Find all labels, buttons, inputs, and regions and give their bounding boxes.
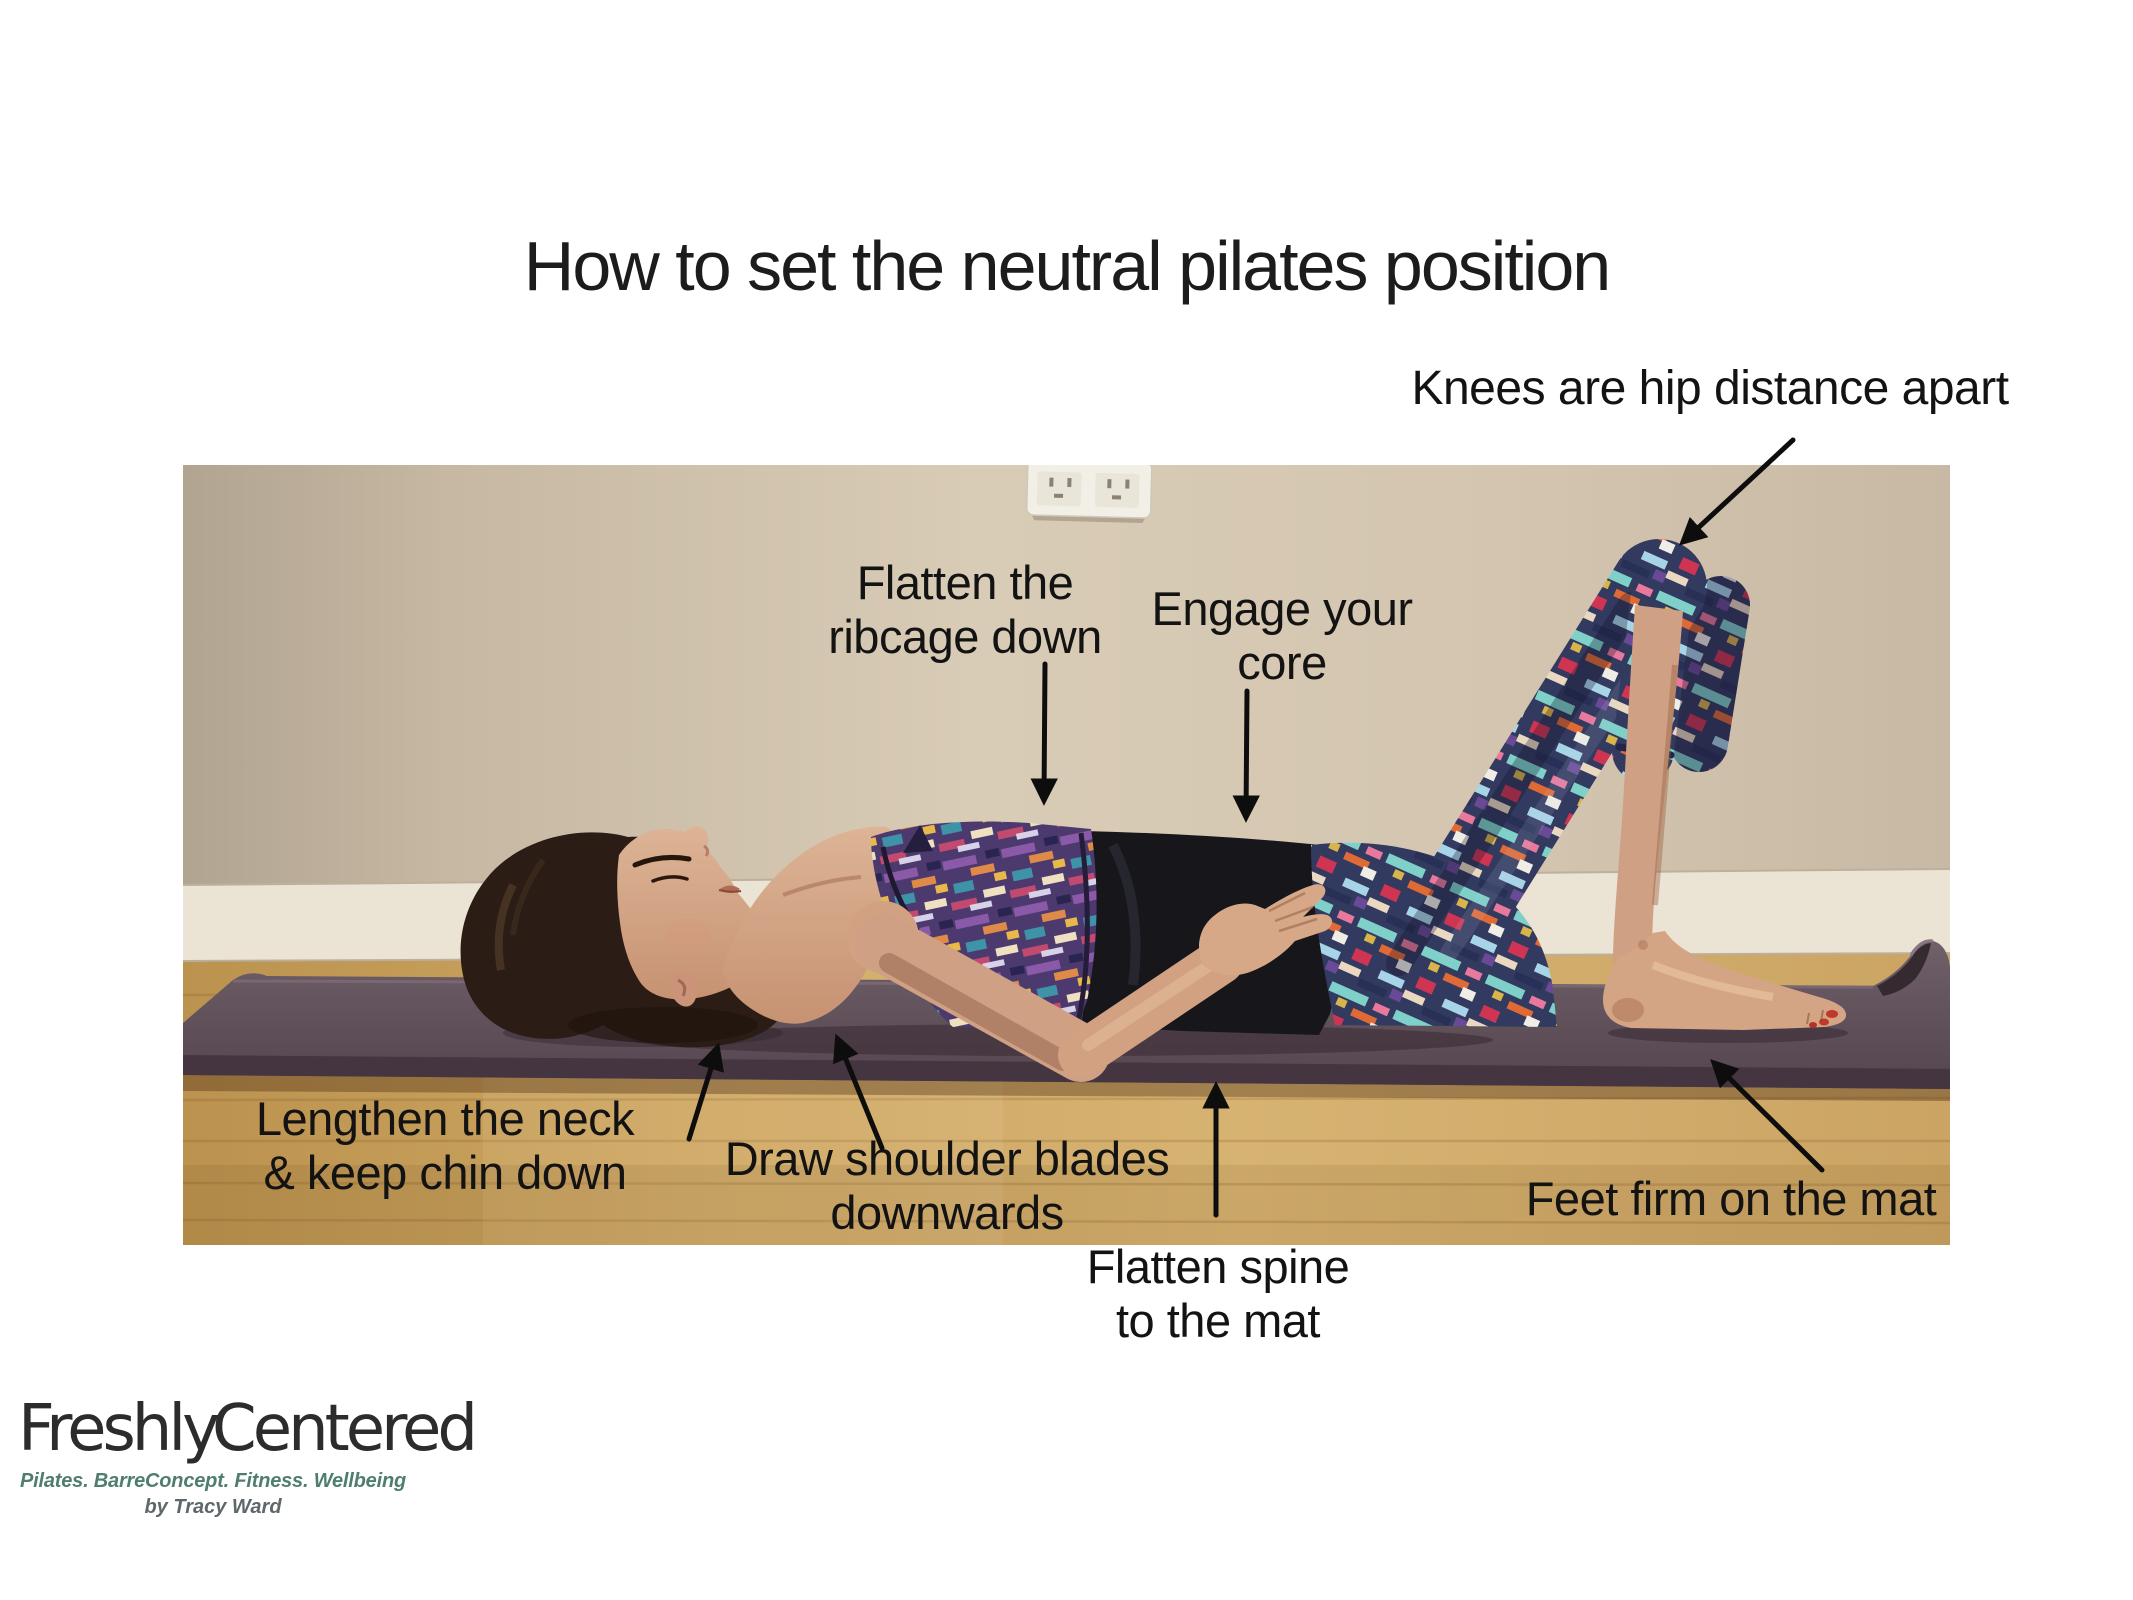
label-line: ribcage down	[828, 610, 1102, 663]
label-line: core	[1237, 636, 1327, 689]
eyebrow	[632, 855, 692, 868]
label-shoulder-blades: Draw shoulder blades downwards	[725, 1132, 1170, 1240]
label-engage-core: Engage your core	[1151, 582, 1413, 690]
brand-word-centered: Centered	[212, 1392, 478, 1466]
pilates-photo	[183, 465, 1950, 1245]
label-feet-firm: Feet firm on the mat	[1526, 1172, 1937, 1226]
label-line: Lengthen the neck	[255, 1092, 635, 1145]
label-line: Engage your	[1151, 582, 1413, 635]
label-knees-hip-distance: Knees are hip distance apart	[1411, 362, 2009, 416]
foot	[1603, 931, 1847, 1030]
label-line: Knees are hip distance apart	[1411, 362, 2009, 415]
hand-on-hip	[1199, 884, 1333, 976]
power-socket	[1025, 465, 1153, 524]
label-flatten-ribcage: Flatten the ribcage down	[828, 556, 1102, 664]
label-line: Flatten the	[856, 556, 1074, 609]
shin-and-foot	[1603, 605, 1847, 1030]
brand-byline: by Tracy Ward	[144, 1496, 282, 1518]
brand-logo: Freshly Centered Pilates. Barre	[18, 1392, 478, 1519]
red-toenails	[1809, 1010, 1838, 1028]
leggings	[1311, 539, 1707, 1027]
label-line: Feet firm on the mat	[1525, 1172, 1937, 1225]
label-lengthen-neck: Lengthen the neck & keep chin down	[255, 1092, 635, 1200]
arm	[847, 884, 1333, 1082]
page-title: How to set the neutral pilates position	[523, 227, 1611, 305]
neck-chest-skin	[723, 826, 897, 1024]
woman-figure	[460, 539, 1847, 1082]
brand-wordmark: Freshly Centered	[18, 1392, 478, 1466]
label-flatten-spine: Flatten spine to the mat	[1087, 1240, 1350, 1348]
closed-eye	[651, 875, 689, 883]
brand-tagline: Pilates. BarreConcept. Fitness. Wellbein…	[20, 1470, 406, 1492]
label-line: downwards	[830, 1186, 1064, 1239]
brand-word-freshly: Freshly	[18, 1392, 220, 1466]
label-line: Draw shoulder blades	[724, 1132, 1170, 1185]
far-leg	[1670, 576, 1750, 772]
label-line: & keep chin down	[263, 1146, 627, 1199]
mat-curl	[1877, 943, 1931, 996]
label-line: to the mat	[1115, 1294, 1320, 1347]
label-line: Flatten spine	[1086, 1240, 1350, 1293]
